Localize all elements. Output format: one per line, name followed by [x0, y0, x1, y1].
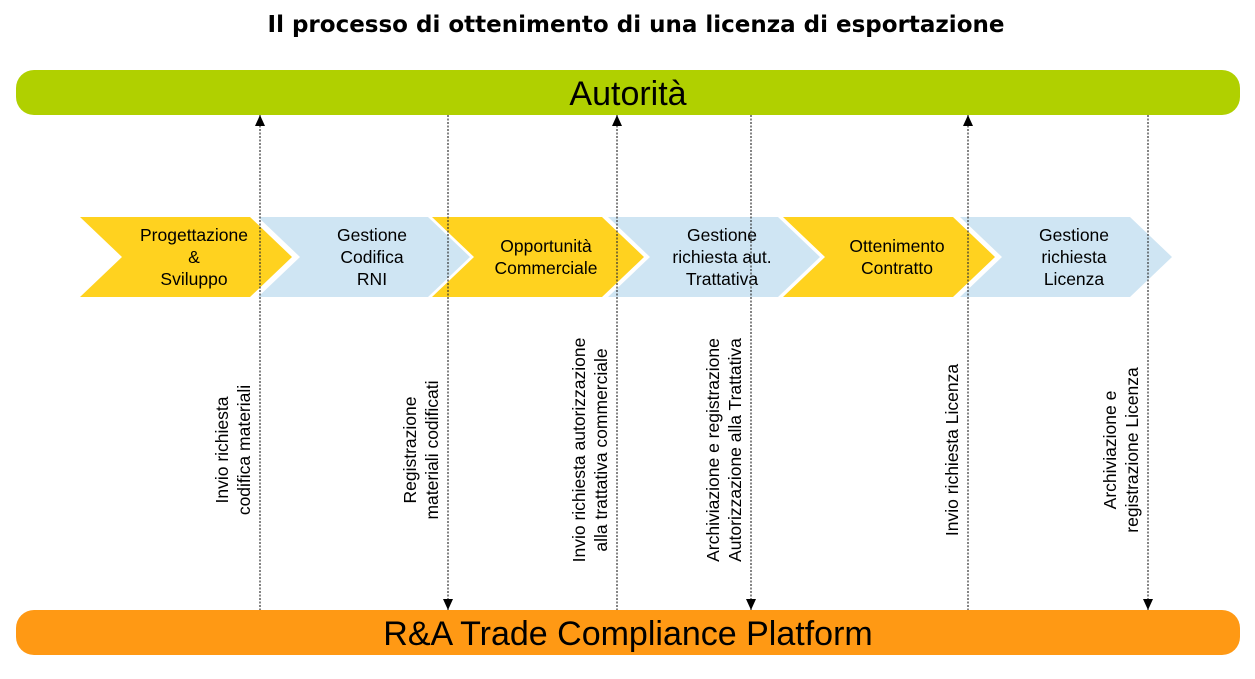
arrow-down-icon — [443, 599, 453, 610]
step-label-line: richiesta aut. — [672, 247, 771, 267]
flow-label-line: Autorizzazione alla Trattativa — [725, 338, 745, 562]
chevron-shape — [960, 217, 1172, 297]
step-label-line: Licenza — [1044, 269, 1105, 289]
step-label-line: Commerciale — [494, 258, 597, 278]
arrow-down-icon — [746, 599, 756, 610]
step-label-line: Gestione — [1039, 225, 1109, 245]
authority-label: Autorità — [569, 75, 686, 113]
chevron-shape — [783, 217, 995, 297]
flow-label-line: codifica materiali — [234, 385, 254, 515]
flow-label-line: Registrazione — [400, 397, 420, 504]
flow-label-line: registrazione Licenza — [1122, 367, 1142, 533]
chevron-shape — [432, 217, 644, 297]
flow-label-line: Invio richiesta autorizzazione — [569, 338, 589, 563]
step-label-line: Codifica — [340, 247, 403, 267]
flow-label-line: Invio richiesta — [212, 396, 232, 503]
step-label-line: & — [188, 247, 200, 267]
process-steps: Progettazione&SviluppoGestioneCodificaRN… — [80, 217, 1172, 297]
bottom-bar-platform: R&A Trade Compliance Platform — [16, 610, 1240, 655]
platform-label: R&A Trade Compliance Platform — [383, 615, 872, 653]
flow-label-line: alla trattativa commerciale — [591, 348, 611, 551]
step-label-line: richiesta — [1041, 247, 1106, 267]
arrow-down-icon — [1143, 599, 1153, 610]
flow-label-line: Archiviazione e — [1100, 391, 1120, 510]
diagram-title: Il processo di ottenimento di una licenz… — [268, 12, 1005, 38]
flow-label-line: materiali codificati — [422, 380, 442, 519]
flow-label-line: Archiviazione e registrazione — [703, 338, 723, 562]
step-label-line: Progettazione — [140, 225, 248, 245]
step-label-line: Gestione — [337, 225, 407, 245]
step-label-line: Contratto — [861, 258, 933, 278]
top-bar-authority: Autorità — [16, 70, 1240, 115]
flow-label-line: Invio richiesta Licenza — [942, 364, 962, 536]
step-label-line: RNI — [357, 269, 387, 289]
chevron-shape — [258, 217, 470, 297]
chevron-shape — [608, 217, 820, 297]
step-label-line: Opportunità — [500, 236, 592, 256]
arrow-up-icon — [963, 115, 973, 126]
step-label-line: Gestione — [687, 225, 757, 245]
arrow-up-icon — [612, 115, 622, 126]
platform-bar — [16, 610, 1240, 655]
flow-up: Invio richiesta Licenza — [942, 115, 973, 610]
step-label-line: Trattativa — [686, 269, 759, 289]
step-label-line: Sviluppo — [160, 269, 227, 289]
step-label-line: Ottenimento — [849, 236, 944, 256]
process-step: Progettazione&Sviluppo — [80, 217, 292, 297]
chevron-shape — [80, 217, 292, 297]
authority-bar — [16, 70, 1240, 115]
arrow-up-icon — [255, 115, 265, 126]
